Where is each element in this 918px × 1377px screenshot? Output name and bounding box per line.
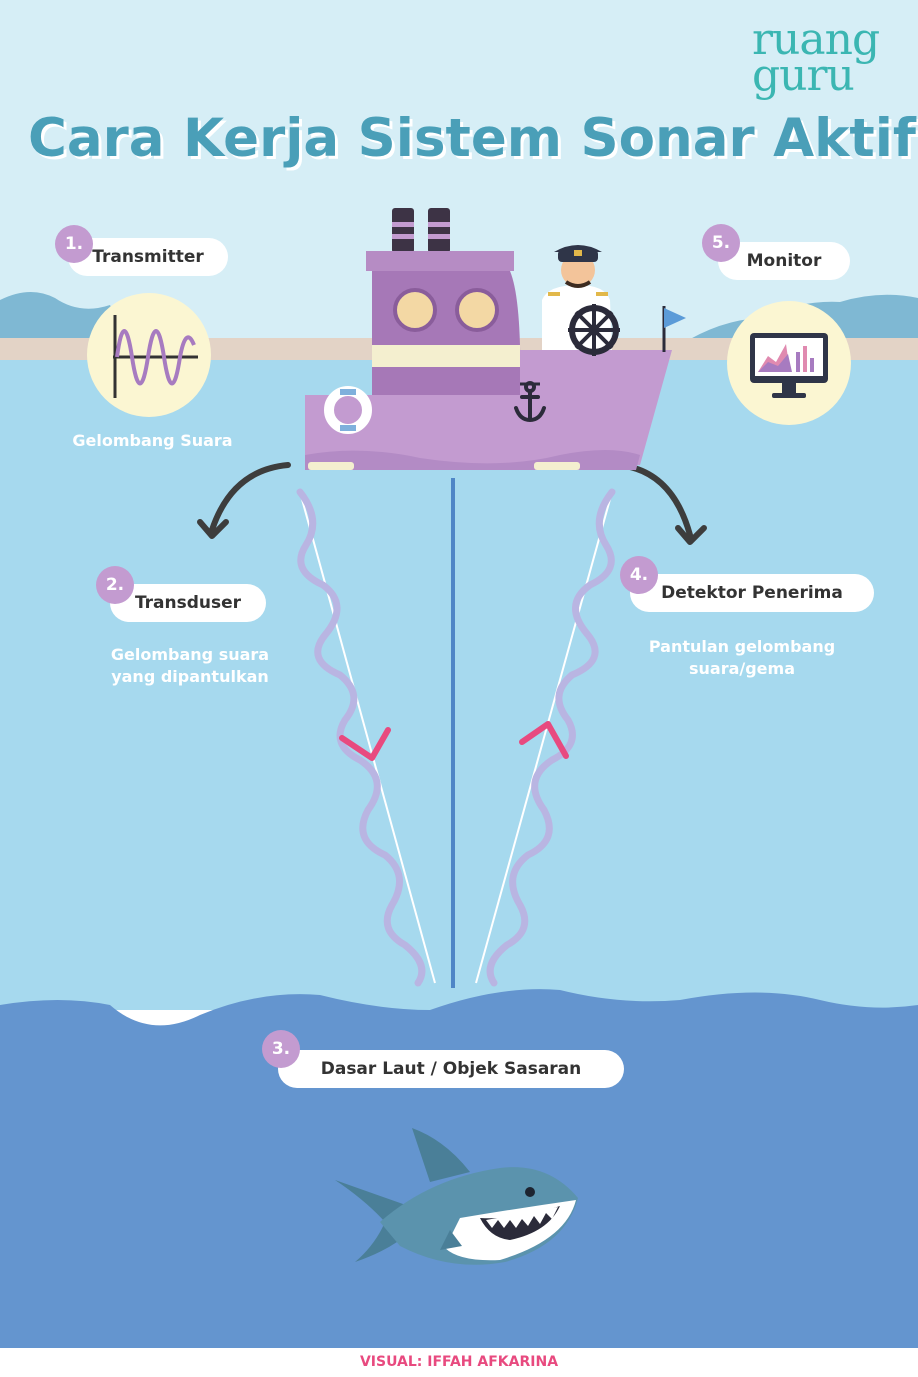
returning-sound-wave (475, 488, 616, 987)
outgoing-sound-wave (296, 488, 436, 987)
step-1-caption: Gelombang Suara (72, 431, 233, 450)
step-3-label-pill: Dasar Laut / Objek Sasaran (278, 1050, 624, 1088)
ship-icon (305, 208, 672, 470)
step-2-caption: Gelombang suara yang dipantulkan (80, 644, 300, 688)
step-2-label-pill: Transduser (110, 584, 266, 622)
step-4-label: Detektor Penerima (661, 583, 843, 603)
logo-line-2: guru (752, 50, 855, 101)
step-5-number: 5. (702, 224, 740, 262)
ruangguru-logo: ruang guru (752, 14, 902, 101)
step-5-label-pill: Monitor (718, 242, 850, 280)
page-title: Cara Kerja Sistem Sonar Aktif (28, 108, 916, 169)
flag-icon (662, 306, 686, 352)
step-4-caption-line-1: Pantulan gelombang (648, 637, 836, 656)
step-1-label-pill: Transmitter (68, 238, 228, 276)
credit-footer: VISUAL: IFFAH AFKARINA (0, 1348, 918, 1377)
step-1-number: 1. (55, 225, 93, 263)
step-2-number: 2. (96, 566, 134, 604)
shark-icon (335, 1128, 578, 1265)
arrow-down-icon (339, 727, 391, 761)
monitor-icon (727, 301, 851, 425)
logo-line-1: ruang (752, 14, 880, 65)
step-3-number: 3. (262, 1030, 300, 1068)
step-3-label: Dasar Laut / Objek Sasaran (320, 1059, 582, 1079)
step-5-label: Monitor (746, 251, 822, 271)
step-2-caption-line-2: yang dipantulkan (111, 667, 269, 686)
step-2-label: Transduser (134, 593, 242, 613)
step-4-caption: Pantulan gelombang suara/gema (620, 636, 864, 680)
step-1-label: Transmitter (92, 247, 204, 267)
step-4-number: 4. (620, 556, 658, 594)
step-4-caption-line-2: suara/gema (688, 659, 795, 678)
step-2-caption-line-1: Gelombang suara (110, 645, 270, 664)
arrow-up-icon (519, 721, 569, 759)
arrow-to-transducer (209, 462, 291, 533)
step-4-label-pill: Detektor Penerima (630, 574, 874, 612)
sound-wave-icon (87, 293, 211, 417)
ship-wheel-icon (568, 304, 620, 356)
